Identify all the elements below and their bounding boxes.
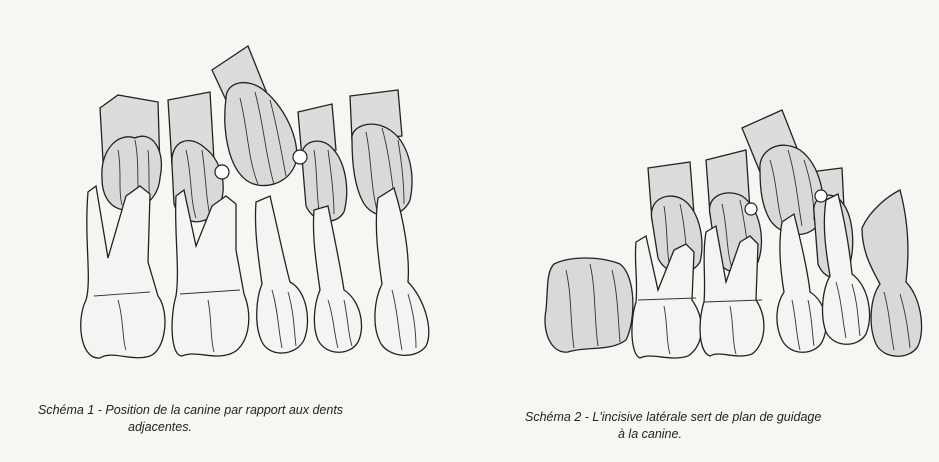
caption-text-line2: adjacentes. [38,419,458,436]
contact-point [215,165,229,179]
caption-schema-2: Schéma 2 - L'incisive latérale sert de p… [525,409,939,443]
caption-schema-1: Schéma 1 - Position de la canine par rap… [38,402,458,436]
caption-text-line1: L'incisive latérale sert de plan de guid… [592,410,821,424]
caption-label: Schéma 2 - [525,410,589,424]
schema-1-drawing [0,0,470,400]
upper-canine-crown [225,83,297,186]
lower-premolar-1 [172,190,249,356]
lower-canine [255,196,307,353]
schema-1: Schéma 1 - Position de la canine par rap… [0,0,470,462]
lower-lateral-incisor [313,206,361,352]
caption-text-line2: à la canine. [525,426,939,443]
lower-central-incisor [862,190,922,356]
contact-point [293,150,307,164]
lower-central-incisor [375,188,429,355]
schema-2-drawing [470,0,939,400]
schema-2: Schéma 2 - L'incisive latérale sert de p… [470,0,939,462]
caption-label: Schéma 1 - [38,403,102,417]
caption-text-line1: Position de la canine par rapport aux de… [105,403,343,417]
contact-point [745,203,757,215]
contact-point [815,190,827,202]
